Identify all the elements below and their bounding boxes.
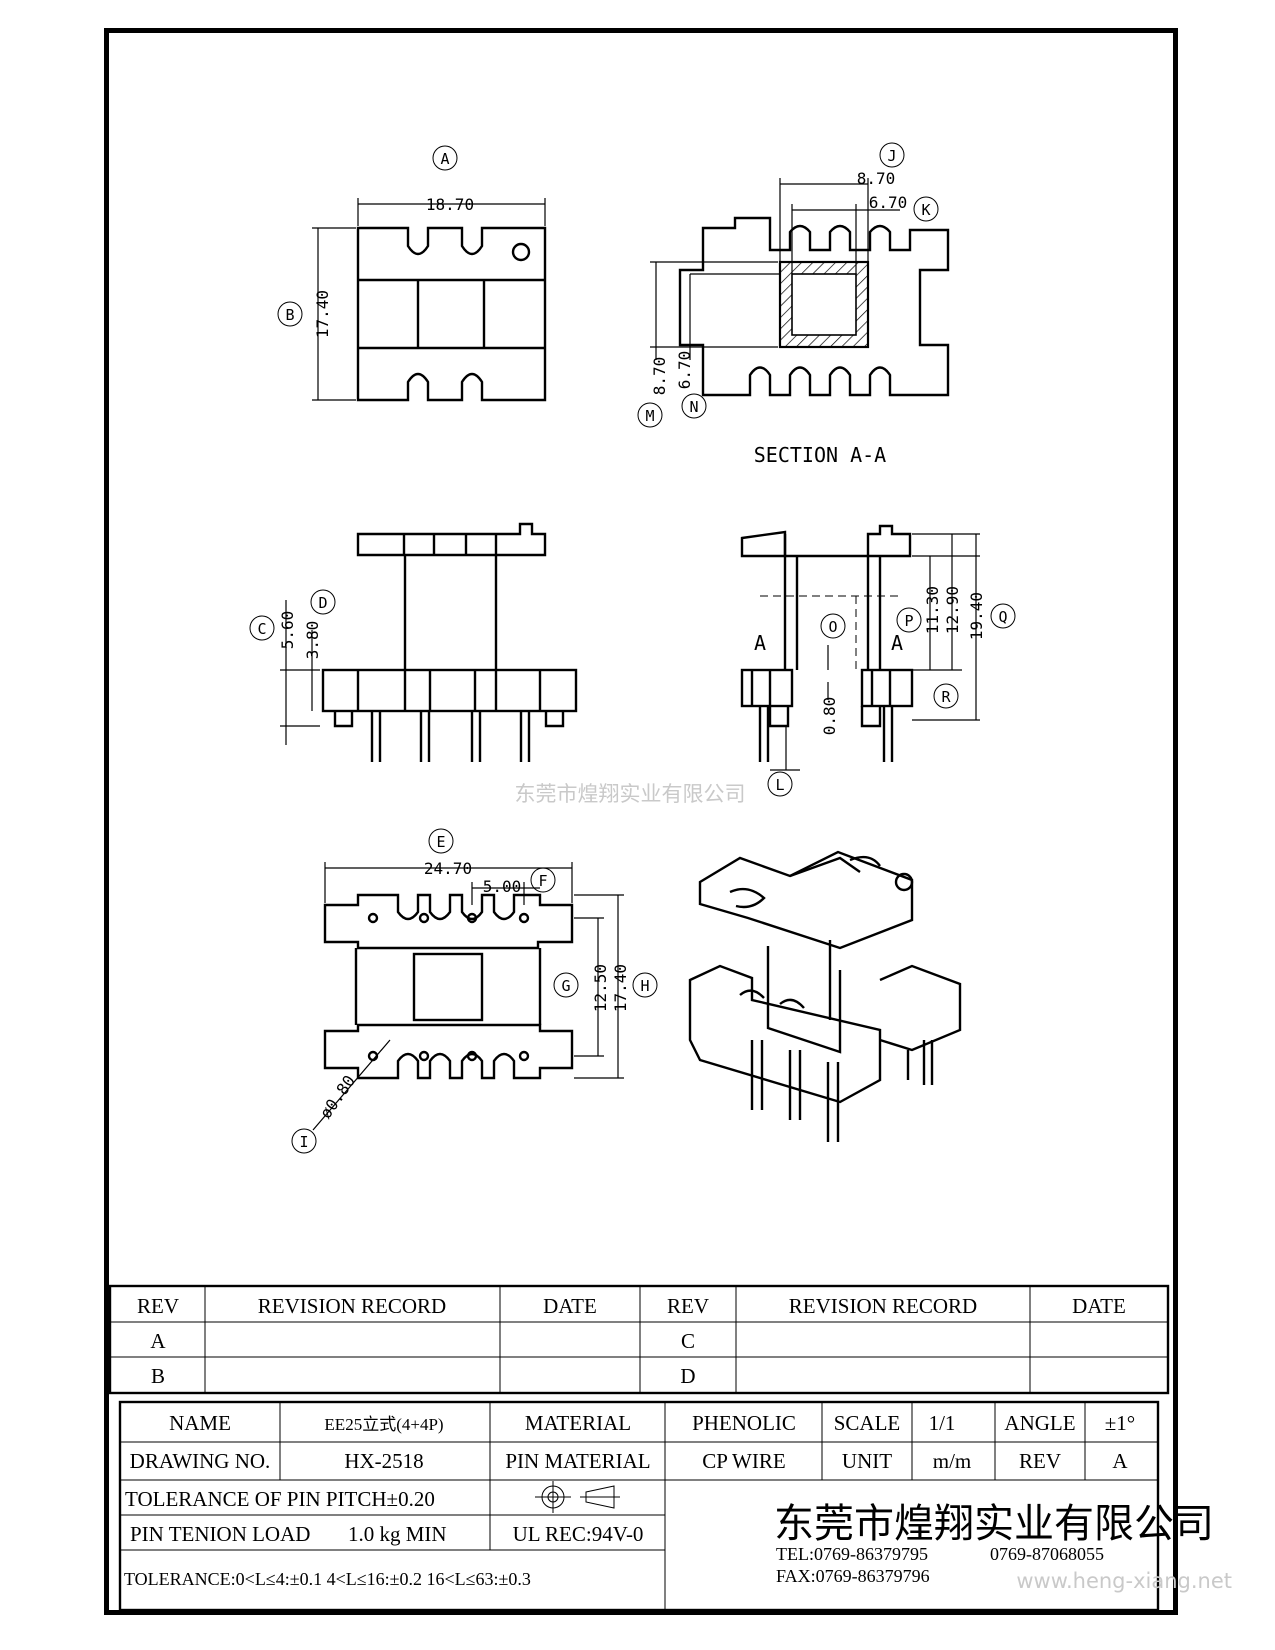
unit-label: UNIT [842, 1449, 892, 1473]
company-name: 东莞市煌翔实业有限公司 [774, 1501, 1214, 1546]
pin-material-value: CP WIRE [702, 1449, 785, 1473]
dim-right-p: 11.30 [923, 586, 942, 634]
material-label: MATERIAL [525, 1411, 631, 1435]
rev-header-rev-2: REV [667, 1294, 709, 1318]
scale-value: 1/1 [929, 1411, 956, 1435]
callout-p: P [904, 612, 913, 630]
dim-section-k: 6.70 [869, 193, 908, 212]
pin-load-value: 1.0 kg MIN [348, 1522, 447, 1546]
dim-bottom-e: 24.70 [424, 859, 472, 878]
company-tel: TEL:0769-86379795 [776, 1544, 928, 1564]
section-view: J 8.70 6.70 K 8.70 6.70 M N SECTION A-A [637, 142, 950, 467]
rev-row-d: D [680, 1364, 695, 1388]
drawing-frame [104, 28, 1178, 1615]
callout-r: R [941, 688, 951, 706]
dim-right-p2: 12.90 [943, 586, 962, 634]
unit-value: m/m [933, 1449, 972, 1473]
title-block: NAME EE25立式(4+4P) MATERIAL PHENOLIC SCAL… [118, 1400, 1214, 1612]
rev-header-record-1: REVISION RECORD [258, 1294, 446, 1318]
callout-b: B [285, 306, 294, 324]
rev-header-date-2: DATE [1072, 1294, 1126, 1318]
tolerance-pitch: TOLERANCE OF PIN PITCH±0.20 [125, 1487, 435, 1511]
callout-k: K [921, 201, 930, 219]
drawing-no-value: HX-2518 [344, 1449, 423, 1473]
callout-a: A [440, 150, 449, 168]
callout-m: M [645, 407, 654, 425]
callout-i: I [299, 1133, 308, 1151]
projection-symbol-icon [535, 1481, 620, 1513]
material-value: PHENOLIC [692, 1411, 796, 1435]
scale-label: SCALE [834, 1411, 901, 1435]
isometric-view [688, 850, 962, 1142]
dim-section-m: 8.70 [650, 357, 669, 396]
right-view: A A 0.80 O 11.30 12.90 19.40 P Q R [740, 524, 1016, 797]
callout-l: L [775, 776, 784, 794]
side-view: 5.60 3.80 C D [249, 522, 578, 762]
callout-j: J [887, 147, 896, 165]
website-watermark: www.heng-xiang.net [1016, 1569, 1232, 1593]
top-view: A 18.70 17.40 B [277, 145, 547, 402]
dim-bottom-i: ø0.80 [316, 1072, 359, 1122]
callout-c: C [257, 620, 266, 638]
name-label: NAME [169, 1411, 231, 1435]
callout-h: H [640, 977, 649, 995]
rev-header-date-1: DATE [543, 1294, 597, 1318]
rev-header-rev-1: REV [137, 1294, 179, 1318]
rev-row-c: C [681, 1329, 695, 1353]
section-marker-right: A [891, 631, 903, 655]
callout-e: E [436, 833, 445, 851]
dim-bottom-f: 5.00 [483, 877, 522, 896]
dim-bottom-h: 17.40 [611, 964, 630, 1012]
name-value: EE25立式(4+4P) [324, 1415, 443, 1434]
section-label: SECTION A-A [754, 443, 886, 467]
callout-f: F [538, 872, 547, 890]
tolerance-line: TOLERANCE:0<L≤4:±0.1 4<L≤16:±0.2 16<L≤63… [124, 1569, 531, 1589]
center-watermark: 东莞市煌翔实业有限公司 [515, 782, 746, 806]
company-fax: FAX:0769-86379796 [776, 1566, 930, 1586]
callout-o: O [828, 618, 837, 636]
callout-d: D [318, 594, 327, 612]
rev-row-b: B [151, 1364, 165, 1388]
dim-section-j: 8.70 [857, 169, 896, 188]
dim-side-c: 5.60 [278, 611, 297, 650]
rev-label: REV [1019, 1449, 1061, 1473]
dim-section-n: 6.70 [675, 351, 694, 390]
pin-load-label: PIN TENION LOAD [130, 1522, 310, 1546]
callout-g: G [561, 977, 570, 995]
rev-value: A [1112, 1449, 1128, 1473]
dim-side-d: 3.80 [303, 621, 322, 660]
section-marker-left: A [754, 631, 766, 655]
angle-value: ±1° [1105, 1411, 1135, 1435]
dim-bottom-g: 12.50 [591, 964, 610, 1012]
drawing-no-label: DRAWING NO. [130, 1449, 271, 1473]
callout-q: Q [998, 608, 1007, 626]
pin-material-label: PIN MATERIAL [505, 1449, 650, 1473]
dim-right-o: 0.80 [820, 697, 839, 736]
rev-row-a: A [150, 1329, 166, 1353]
ul-rec: UL REC:94V-0 [513, 1522, 644, 1546]
callout-n: N [689, 398, 698, 416]
company-tel-2: 0769-87068055 [990, 1544, 1104, 1564]
rev-header-record-2: REVISION RECORD [789, 1294, 977, 1318]
dim-top-height: 17.40 [313, 290, 332, 338]
dim-right-q: 19.40 [967, 592, 986, 640]
bottom-view: 24.70 E 5.00 F 12.50 17.40 G H ø0.80 I [291, 828, 658, 1154]
revision-table: REV REVISION RECORD DATE REV REVISION RE… [108, 1284, 1170, 1395]
angle-label: ANGLE [1004, 1411, 1075, 1435]
dim-top-width: 18.70 [426, 195, 474, 214]
